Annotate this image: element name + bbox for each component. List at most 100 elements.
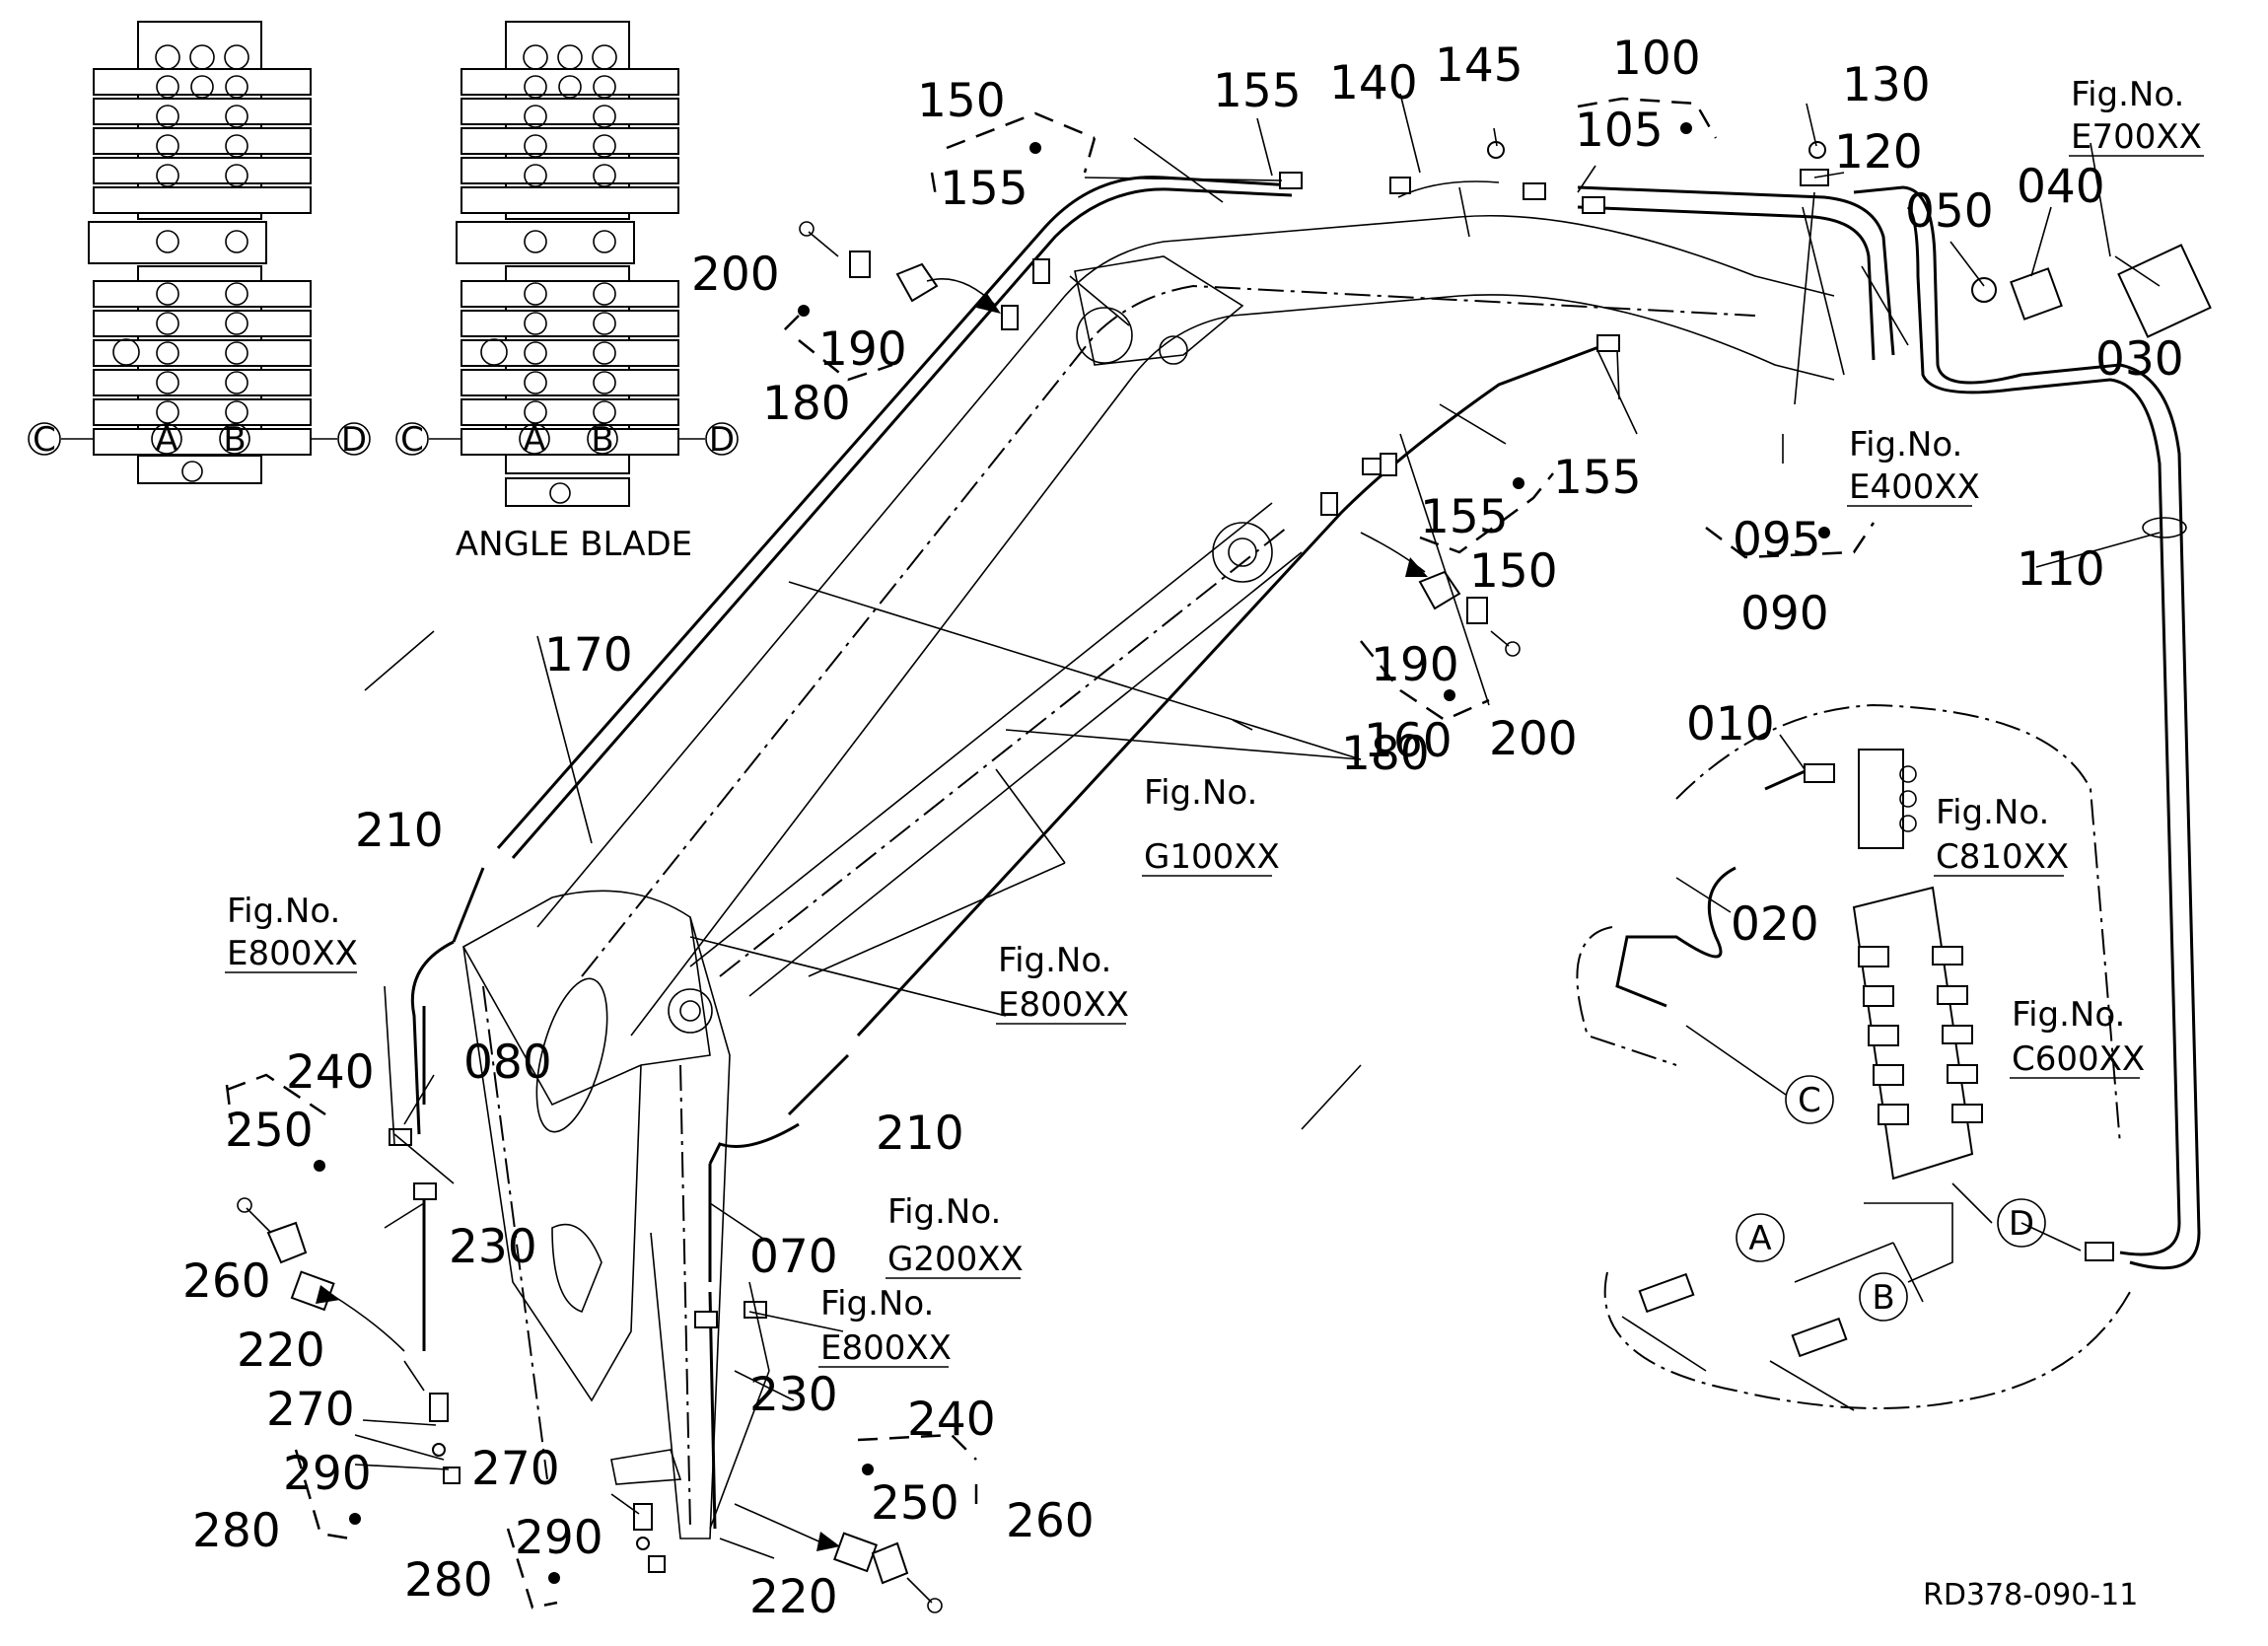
port-label: A [523, 420, 545, 460]
part-label: 160 [1364, 714, 1453, 768]
part-label: 190 [1371, 638, 1459, 692]
group-dots [314, 122, 1830, 1584]
hose-020 [1615, 866, 1736, 1008]
fig-ref-code: E700XX [2071, 117, 2202, 157]
part-label: 280 [192, 1504, 281, 1558]
fig-ref-prefix: Fig.No. [1144, 773, 1257, 813]
hose-lines [410, 172, 2201, 1530]
port-label: C [400, 420, 424, 460]
fig-ref-prefix: Fig.No. [820, 1284, 934, 1324]
part-label: 200 [691, 248, 780, 302]
pilot-valve-block [1858, 749, 1904, 849]
part-label: 240 [286, 1045, 375, 1100]
hose-clip-110 [2142, 517, 2187, 538]
port-callout: A [1748, 1219, 1771, 1258]
part-label: 250 [225, 1104, 314, 1158]
part-label: 110 [2017, 542, 2105, 597]
angle-blade-valve-schematic: C A B D [395, 21, 739, 507]
part-label: 155 [940, 162, 1028, 216]
hose-210 [452, 867, 485, 943]
part-label: 170 [544, 628, 633, 682]
fig-ref-prefix: Fig.No. [887, 1192, 1001, 1232]
fig-ref-prefix: Fig.No. [1936, 793, 2049, 832]
fig-ref-code: E800XX [820, 1328, 952, 1368]
boom-structure [461, 214, 1835, 1539]
fig-ref-code: C810XX [1936, 837, 2069, 877]
control-valve-block [1852, 886, 1983, 1181]
part-label: 290 [283, 1447, 372, 1501]
control-valve-schematic: C A B D [28, 21, 371, 484]
part-label: 145 [1435, 38, 1524, 93]
part-label: 105 [1575, 104, 1664, 158]
part-label: 260 [182, 1254, 271, 1309]
part-label: 290 [515, 1511, 603, 1565]
part-label: 040 [2017, 160, 2105, 214]
hose-110 [1853, 185, 2201, 1270]
hose-160 [856, 338, 1618, 1038]
part-label: 070 [749, 1230, 838, 1284]
clamp-190 [895, 262, 939, 303]
hose-170 [496, 176, 1293, 849]
part-label: 080 [463, 1036, 552, 1090]
part-label: 120 [1834, 125, 1923, 179]
callout-leaders [354, 93, 2161, 1559]
part-label: 050 [1905, 184, 1994, 239]
part-label: 230 [749, 1368, 838, 1422]
part-label: 210 [876, 1107, 964, 1161]
part-label: 010 [1686, 697, 1775, 751]
fig-ref-prefix: Fig.No. [2071, 75, 2184, 114]
fig-ref-code: C600XX [2012, 1039, 2145, 1079]
part-label: 210 [355, 804, 444, 858]
part-label: 180 [762, 377, 851, 431]
part-label: 270 [471, 1442, 560, 1496]
port-label: D [709, 420, 735, 460]
port-label: A [155, 420, 177, 460]
figure-references: Fig.No. E700XX Fig.No. E400XX Fig.No. G1… [225, 75, 2204, 1368]
part-label: 155 [1420, 490, 1509, 544]
part-label: 100 [1612, 32, 1701, 86]
fig-ref-code: E800XX [227, 934, 358, 973]
fig-ref-code: G100XX [1144, 837, 1280, 877]
port-label: B [223, 420, 246, 460]
part-label: 250 [871, 1476, 959, 1531]
part-label: 190 [818, 322, 907, 377]
fig-ref-code: G200XX [887, 1240, 1024, 1279]
part-label: 240 [907, 1393, 996, 1447]
angle-blade-caption: ANGLE BLADE [456, 525, 692, 564]
hose-100 [1577, 185, 1895, 356]
part-label: 155 [1213, 64, 1302, 118]
part-label: 270 [266, 1383, 355, 1437]
port-callout: C [1798, 1081, 1821, 1120]
bracket-030 [2117, 244, 2212, 338]
fittings [237, 141, 2212, 1613]
fig-ref-prefix: Fig.No. [227, 892, 340, 931]
part-label: 130 [1842, 58, 1931, 112]
part-label: 220 [237, 1324, 325, 1378]
part-label: 020 [1731, 897, 1819, 952]
port-callout: B [1872, 1278, 1894, 1318]
part-label: 260 [1006, 1494, 1095, 1548]
port-callout: D [2009, 1204, 2034, 1244]
hose-210 [787, 1053, 850, 1116]
part-label: 095 [1733, 513, 1821, 567]
port-label: C [33, 420, 56, 460]
part-label: 155 [1553, 451, 1642, 505]
part-label: 220 [749, 1570, 838, 1624]
part-label: 280 [404, 1553, 493, 1608]
part-label: 150 [917, 74, 1006, 128]
fig-ref-code: E400XX [1849, 467, 1980, 507]
clamp-250 [833, 1532, 879, 1573]
fig-ref-code: E800XX [998, 985, 1129, 1025]
part-number-labels: 150 155 155 140 145 100 105 130 120 050 … [182, 32, 2184, 1624]
hose-010 [1764, 767, 1810, 791]
fig-ref-prefix: Fig.No. [2012, 995, 2125, 1035]
part-label: 090 [1740, 587, 1829, 641]
port-label: D [341, 420, 367, 460]
fig-ref-prefix: Fig.No. [1849, 425, 1962, 465]
port-label: B [591, 420, 613, 460]
port-callouts: C A B D [1685, 1025, 2046, 1322]
group-brackets [225, 97, 1876, 1610]
part-label: 030 [2095, 332, 2184, 387]
